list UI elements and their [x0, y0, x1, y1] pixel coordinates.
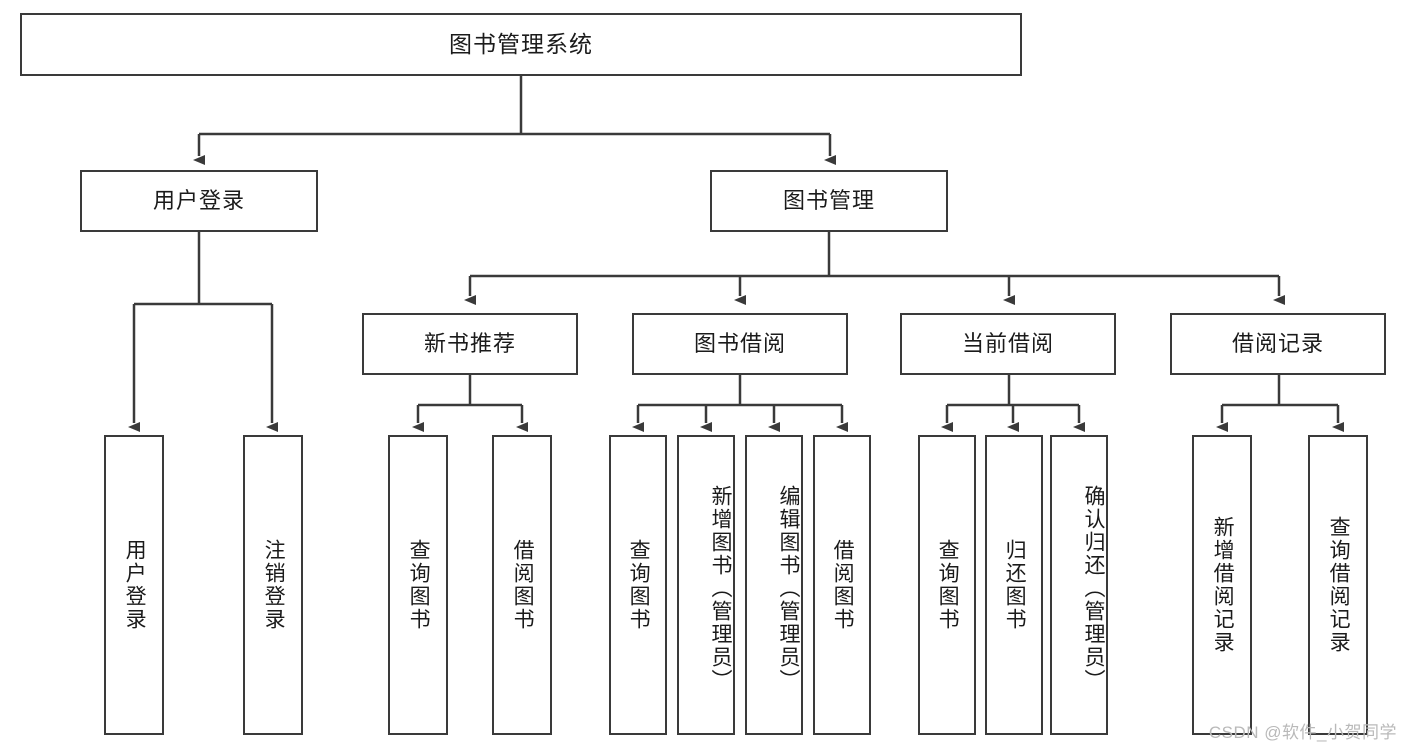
- node-book-borrow-label: 图书借阅: [693, 330, 786, 356]
- node-leaf-query-book-2-label: 查询图书: [627, 539, 651, 631]
- node-current-borrow[interactable]: 当前借阅: [900, 313, 1116, 375]
- node-leaf-query-book-1-label: 查询图书: [407, 539, 431, 631]
- node-leaf-add-book-label: 新增图书（管理员）: [709, 484, 732, 692]
- node-new-book-recommend-label: 新书推荐: [423, 330, 516, 356]
- node-new-book-recommend[interactable]: 新书推荐: [362, 313, 578, 375]
- node-leaf-confirm-return[interactable]: 确认归还（管理员）: [1050, 435, 1108, 735]
- node-user-login-label: 用户登录: [152, 187, 245, 213]
- node-leaf-edit-book-label: 编辑图书（管理员）: [777, 484, 800, 692]
- node-borrow-record-label: 借阅记录: [1231, 330, 1324, 356]
- node-book-management[interactable]: 图书管理: [710, 170, 948, 232]
- node-leaf-user-login[interactable]: 用户登录: [104, 435, 164, 735]
- node-leaf-borrow-book-1[interactable]: 借阅图书: [492, 435, 552, 735]
- node-borrow-record[interactable]: 借阅记录: [1170, 313, 1386, 375]
- node-user-login[interactable]: 用户登录: [80, 170, 318, 232]
- node-leaf-query-book-1[interactable]: 查询图书: [388, 435, 448, 735]
- node-book-management-label: 图书管理: [782, 187, 875, 213]
- node-leaf-user-logout[interactable]: 注销登录: [243, 435, 303, 735]
- node-leaf-edit-book[interactable]: 编辑图书（管理员）: [745, 435, 803, 735]
- node-leaf-borrow-book-2[interactable]: 借阅图书: [813, 435, 871, 735]
- node-leaf-query-book-2[interactable]: 查询图书: [609, 435, 667, 735]
- node-leaf-user-logout-label: 注销登录: [262, 539, 286, 631]
- node-leaf-borrow-book-2-label: 借阅图书: [831, 539, 855, 631]
- node-leaf-query-book-3[interactable]: 查询图书: [918, 435, 976, 735]
- node-current-borrow-label: 当前借阅: [961, 330, 1054, 356]
- node-leaf-confirm-return-label: 确认归还（管理员）: [1082, 484, 1105, 692]
- node-leaf-borrow-book-1-label: 借阅图书: [511, 539, 535, 631]
- node-leaf-return-book-label: 归还图书: [1003, 539, 1027, 631]
- node-root-label: 图书管理系统: [449, 30, 593, 57]
- node-leaf-return-book[interactable]: 归还图书: [985, 435, 1043, 735]
- node-leaf-add-record-label: 新增借阅记录: [1211, 516, 1235, 654]
- node-leaf-query-book-3-label: 查询图书: [936, 539, 960, 631]
- node-leaf-add-record[interactable]: 新增借阅记录: [1192, 435, 1252, 735]
- node-leaf-query-record-label: 查询借阅记录: [1327, 516, 1351, 654]
- node-leaf-query-record[interactable]: 查询借阅记录: [1308, 435, 1368, 735]
- node-book-borrow[interactable]: 图书借阅: [632, 313, 848, 375]
- node-leaf-add-book[interactable]: 新增图书（管理员）: [677, 435, 735, 735]
- node-root[interactable]: 图书管理系统: [20, 13, 1022, 76]
- node-leaf-user-login-label: 用户登录: [123, 539, 147, 631]
